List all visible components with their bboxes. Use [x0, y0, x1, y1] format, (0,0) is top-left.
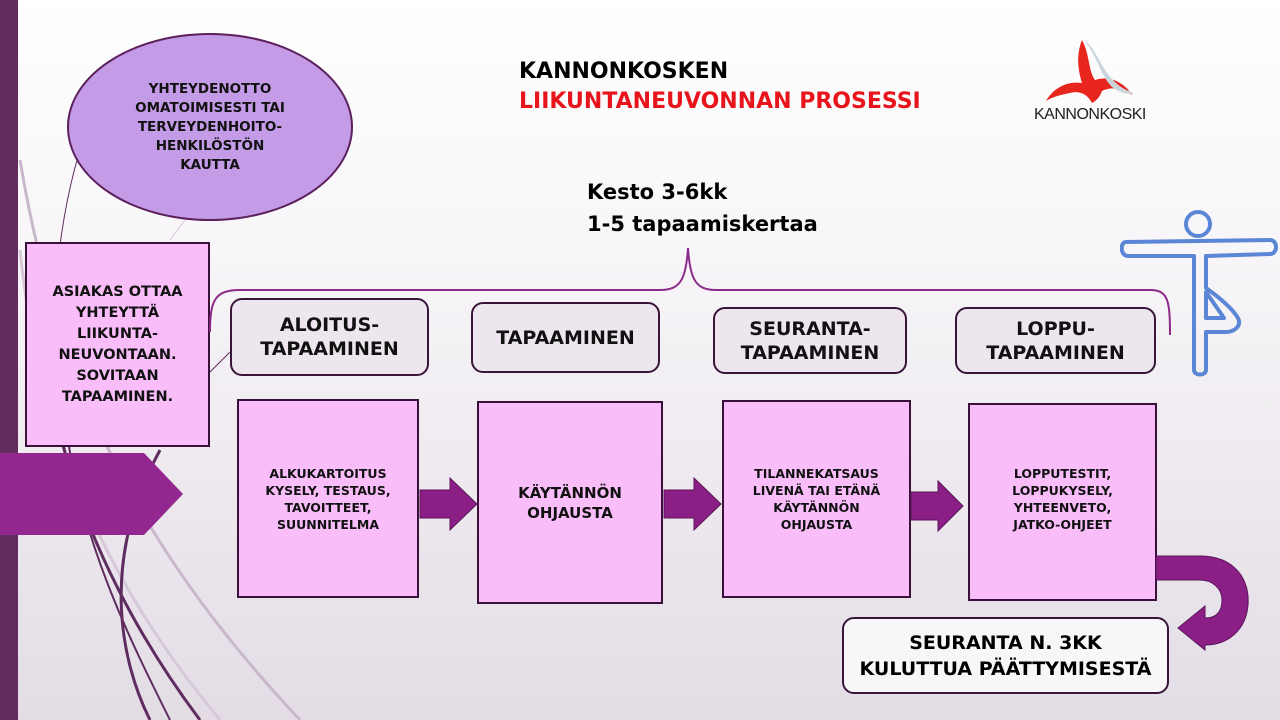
page-title: KANNONKOSKEN LIIKUNTANEUVONNAN PROSESSI	[519, 57, 921, 117]
title-line-1: KANNONKOSKEN	[519, 59, 729, 84]
followup-box: SEURANTA N. 3KK KULUTTUA PÄÄTTYMISESTÄ	[842, 617, 1169, 694]
yoga-figure-icon	[1120, 210, 1278, 377]
stage-content-seuranta: TILANNEKATSAUS LIVENÄ TAI ETÄNÄ KÄYTÄNNÖ…	[722, 400, 911, 598]
side-bar	[0, 0, 18, 720]
u-turn-arrow-icon	[1155, 555, 1249, 652]
pentagon-arrow	[0, 453, 183, 535]
logo-text: KANNONKOSKI	[1034, 106, 1146, 123]
stage-header-aloitus: ALOITUS- TAPAAMINEN	[230, 298, 429, 376]
duration-text: Kesto 3-6kk 1-5 tapaamiskertaa	[587, 180, 818, 236]
kannonkoski-logo-icon	[1046, 40, 1134, 103]
client-contact-box: ASIAKAS OTTAA YHTEYTTÄ LIIKUNTA- NEUVONT…	[25, 242, 210, 447]
stage-content-aloitus: ALKUKARTOITUS KYSELY, TESTAUS, TAVOITTEE…	[237, 399, 419, 598]
arrow-right-icon	[663, 476, 722, 532]
stage-content-loppu: LOPPUTESTIT, LOPPUKYSELY, YHTEENVETO, JA…	[968, 403, 1157, 601]
stage-header-tapaaminen: TAPAAMINEN	[471, 302, 660, 373]
stage-header-seuranta: SEURANTA- TAPAAMINEN	[713, 307, 907, 374]
stage-content-tapaaminen: KÄYTÄNNÖN OHJAUSTA	[477, 401, 663, 604]
arrow-right-icon	[419, 476, 478, 532]
title-line-2: LIIKUNTANEUVONNAN PROSESSI	[519, 89, 921, 114]
contact-bubble: YHTEYDENOTTO OMATOIMISESTI TAI TERVEYDEN…	[67, 33, 353, 221]
arrow-right-icon	[910, 479, 964, 533]
stage-header-loppu: LOPPU- TAPAAMINEN	[955, 307, 1156, 374]
